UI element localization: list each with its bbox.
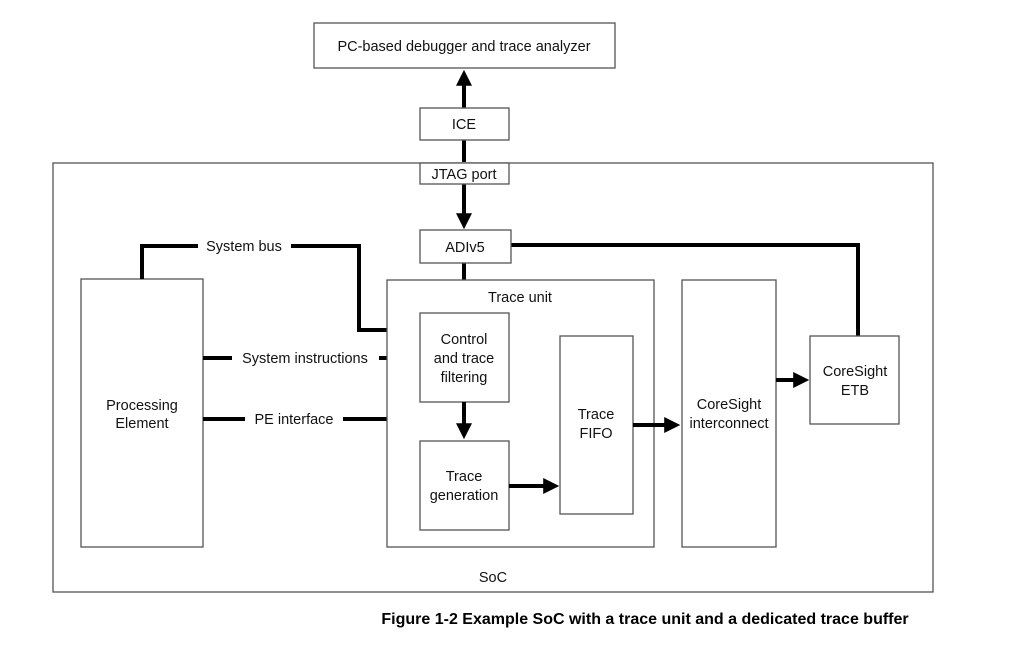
pc-debugger-box — [313, 22, 616, 69]
adiv5-to-etb-wire — [511, 243, 860, 336]
figure-caption: Figure 1-2 Example SoC with a trace unit… — [381, 611, 908, 628]
system-bus-wire-left — [140, 244, 198, 279]
system-bus-wire-right — [291, 244, 418, 338]
trace-unit-label: Trace unit — [488, 290, 552, 306]
trace-fifo-label-2: FIFO — [579, 426, 612, 442]
coresight-etb-label-2: ETB — [841, 383, 869, 399]
jtag-port-label: JTAG port — [432, 167, 497, 183]
ice-label: ICE — [452, 117, 477, 133]
processing-element-label-2: Element — [115, 416, 168, 432]
processing-element-label-1: Processing — [106, 398, 178, 414]
coresight-etb-label-1: CoreSight — [823, 364, 887, 380]
coresight-etb-box — [809, 335, 900, 425]
coresight-interconnect-label-1: CoreSight — [697, 397, 761, 413]
ice-box — [419, 107, 510, 141]
adiv5-label: ADIv5 — [445, 240, 485, 256]
trace-generation-box — [419, 440, 510, 531]
control-filtering-label-1: Control — [441, 332, 488, 348]
adiv5-box — [419, 229, 512, 264]
system-instructions-label: System instructions — [242, 351, 368, 367]
coresight-interconnect-box — [681, 279, 777, 548]
control-filtering-label-3: filtering — [441, 370, 488, 386]
control-filtering-box — [419, 312, 510, 403]
trace-fifo-label-1: Trace — [578, 407, 615, 423]
trace-fifo-box — [559, 335, 634, 515]
processing-element-box — [80, 278, 204, 548]
soc-label: SoC — [479, 570, 507, 586]
system-bus-label: System bus — [206, 239, 282, 255]
control-filtering-label-2: and trace — [434, 351, 494, 367]
trace-generation-label-2: generation — [430, 488, 499, 504]
pc-debugger-label: PC-based debugger and trace analyzer — [337, 39, 590, 55]
jtag-port-box — [419, 162, 510, 185]
pe-interface-label: PE interface — [255, 412, 334, 428]
trace-generation-label-1: Trace — [446, 469, 483, 485]
coresight-interconnect-label-2: interconnect — [690, 416, 769, 432]
